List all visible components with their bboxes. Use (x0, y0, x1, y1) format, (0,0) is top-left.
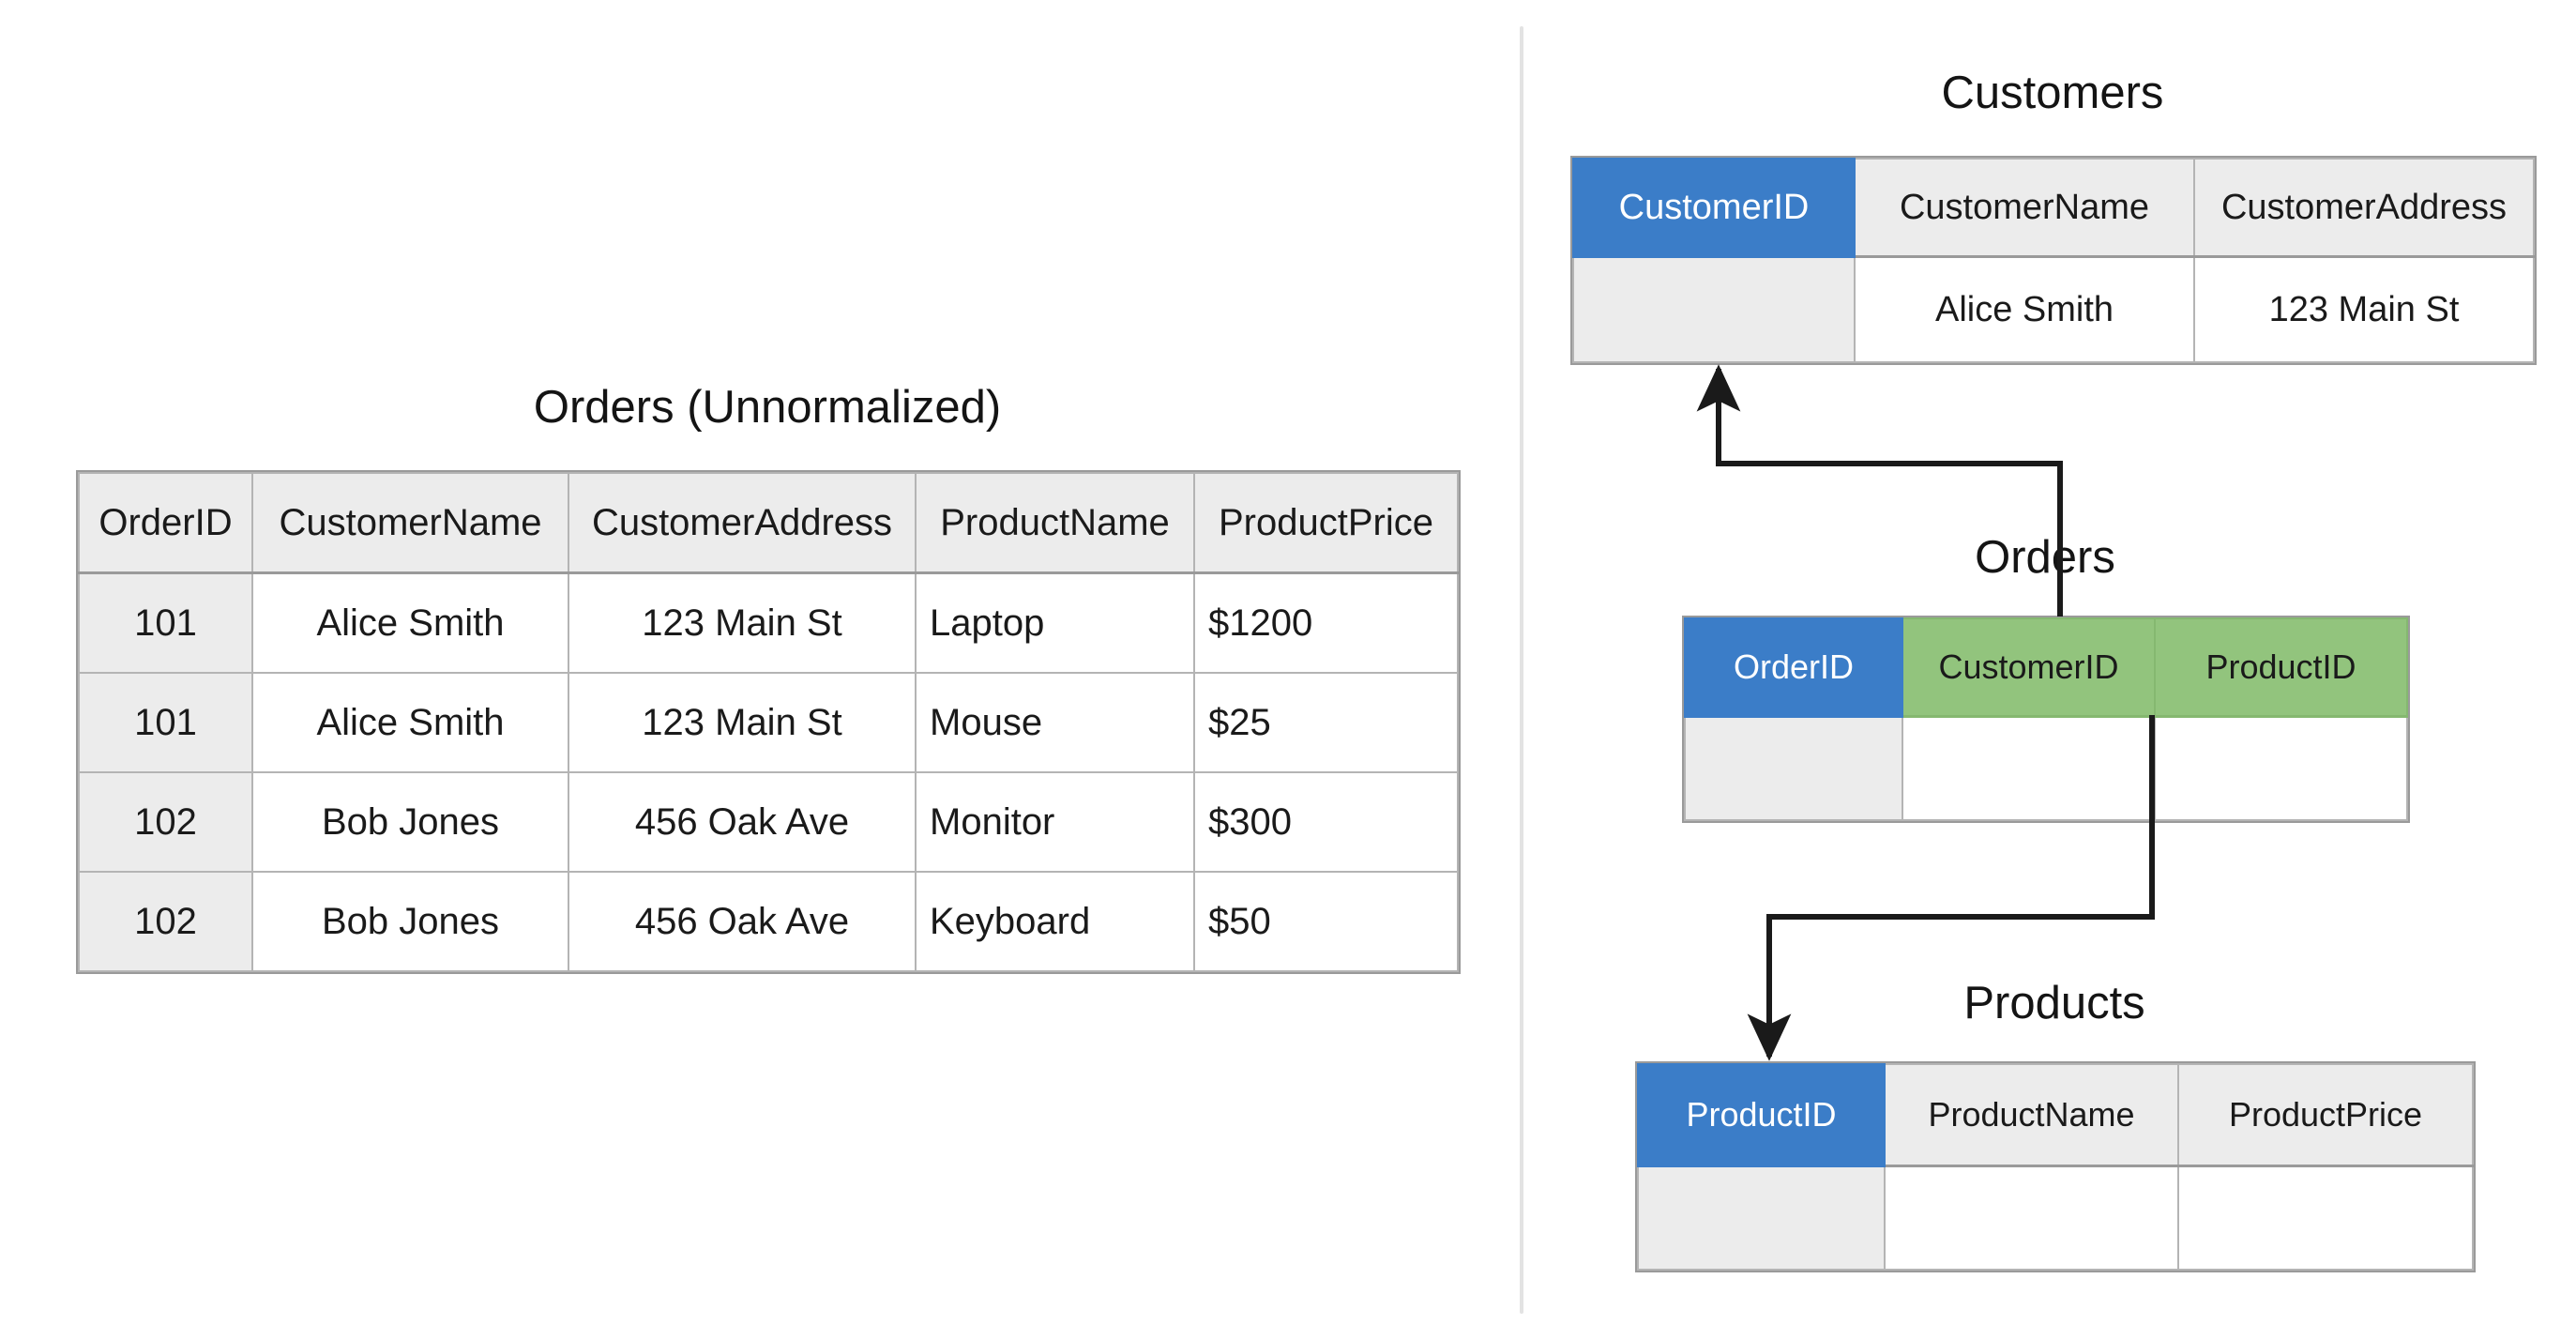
table-row: 102 Bob Jones 456 Oak Ave Keyboard $50 (78, 871, 1459, 972)
cell-productprice: $25 (1193, 672, 1459, 773)
cell-customeraddress: 456 Oak Ave (568, 871, 917, 972)
cell-productname: Keyboard (915, 871, 1195, 972)
column-header-customerid: CustomerID (1572, 158, 1856, 258)
cell-orderid: 102 (78, 771, 253, 873)
cell-orderid (1684, 715, 1903, 821)
cell-customerid (1902, 715, 2156, 821)
column-header-productid: ProductID (1637, 1063, 1886, 1167)
column-header-customername: CustomerName (251, 472, 569, 574)
cell-customername: Alice Smith (1854, 255, 2195, 363)
cell-customerid (1572, 255, 1856, 363)
cell-productname: Laptop (915, 571, 1195, 674)
cell-customeraddress: 123 Main St (568, 571, 917, 674)
column-header-productprice: ProductPrice (1193, 472, 1459, 574)
column-header-orderid: OrderID (78, 472, 253, 574)
column-header-productname: ProductName (1884, 1063, 2179, 1167)
table-header-row: OrderID CustomerName CustomerAddress Pro… (78, 472, 1459, 574)
cell-customername: Alice Smith (251, 571, 569, 674)
cell-productname: Monitor (915, 771, 1195, 873)
table-customers: CustomerID CustomerName CustomerAddress … (1572, 158, 2535, 363)
table-title-products: Products (1963, 978, 2145, 1028)
cell-customeraddress: 123 Main St (2193, 255, 2535, 363)
cell-customeraddress: 456 Oak Ave (568, 771, 917, 873)
table-header-row: CustomerID CustomerName CustomerAddress (1572, 158, 2535, 258)
cell-productprice: $1200 (1193, 571, 1459, 674)
column-header-productname: ProductName (915, 472, 1195, 574)
cell-customername: Bob Jones (251, 771, 569, 873)
column-header-productprice: ProductPrice (2177, 1063, 2474, 1167)
column-header-customerid: CustomerID (1902, 617, 2156, 718)
table-row (1637, 1165, 2474, 1271)
column-header-customeraddress: CustomerAddress (568, 472, 917, 574)
cell-productname (1884, 1165, 2179, 1271)
cell-customername: Alice Smith (251, 672, 569, 773)
cell-productprice (2177, 1165, 2474, 1271)
table-products: ProductID ProductName ProductPrice (1637, 1063, 2474, 1271)
table-row: 102 Bob Jones 456 Oak Ave Monitor $300 (78, 771, 1459, 873)
column-header-productid: ProductID (2154, 617, 2408, 718)
table-header-row: ProductID ProductName ProductPrice (1637, 1063, 2474, 1167)
cell-orderid: 101 (78, 571, 253, 674)
cell-productprice: $300 (1193, 771, 1459, 873)
page-title-unnormalized: Orders (Unnormalized) (533, 382, 1002, 433)
cell-orderid: 101 (78, 672, 253, 773)
cell-customername: Bob Jones (251, 871, 569, 972)
cell-orderid: 102 (78, 871, 253, 972)
table-row: Alice Smith 123 Main St (1572, 255, 2535, 363)
cell-productid (1637, 1165, 1886, 1271)
table-orders-normalized: OrderID CustomerID ProductID (1684, 617, 2408, 821)
table-orders-unnormalized: OrderID CustomerName CustomerAddress Pro… (78, 472, 1459, 972)
cell-customeraddress: 123 Main St (568, 672, 917, 773)
table-row (1684, 715, 2408, 821)
panel-divider (1520, 26, 1523, 1314)
column-header-customername: CustomerName (1854, 158, 2195, 258)
column-header-orderid: OrderID (1684, 617, 1903, 718)
table-title-orders: Orders (1975, 532, 2115, 583)
cell-productid (2154, 715, 2408, 821)
table-row: 101 Alice Smith 123 Main St Mouse $25 (78, 672, 1459, 773)
table-header-row: OrderID CustomerID ProductID (1684, 617, 2408, 718)
cell-productprice: $50 (1193, 871, 1459, 972)
column-header-customeraddress: CustomerAddress (2193, 158, 2535, 258)
table-title-customers: Customers (1941, 68, 2164, 118)
table-row: 101 Alice Smith 123 Main St Laptop $1200 (78, 571, 1459, 674)
cell-productname: Mouse (915, 672, 1195, 773)
